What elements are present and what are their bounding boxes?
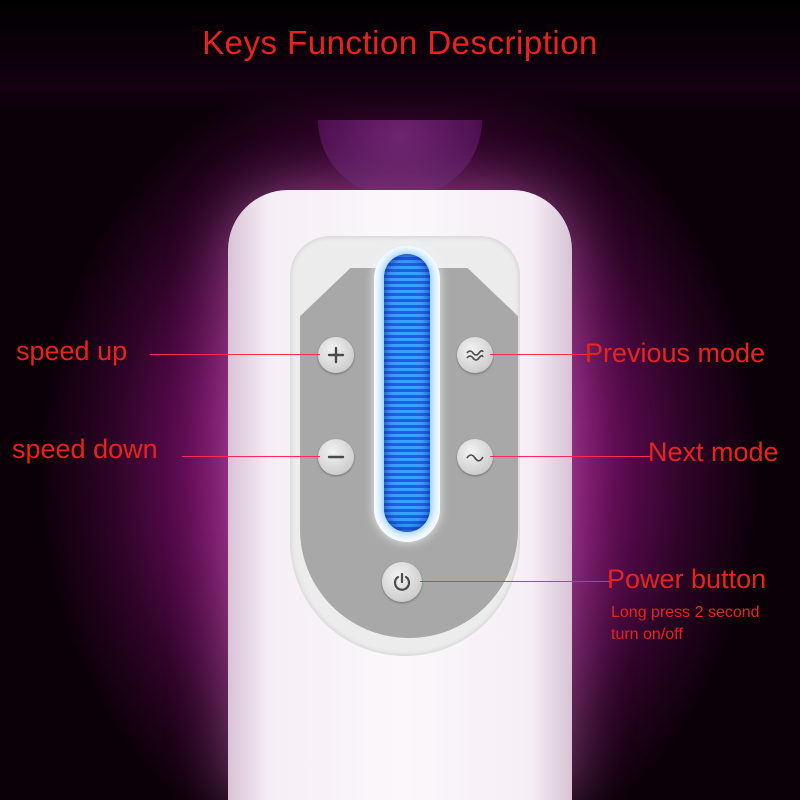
speed-down-label: speed down	[12, 434, 158, 464]
power-key[interactable]	[382, 562, 422, 602]
next-mode-key[interactable]	[457, 439, 493, 475]
speed-down-leader-line	[182, 456, 320, 457]
plus-icon	[327, 346, 345, 364]
power-note-line2: turn on/off	[611, 626, 683, 643]
speed-up-label: speed up	[16, 336, 128, 366]
speed-up-leader-line	[150, 354, 320, 355]
previous-mode-label: Previous mode	[585, 338, 766, 368]
control-panel-right-inlay	[434, 268, 518, 536]
single-wave-icon	[466, 454, 484, 462]
power-note-line1: Long press 2 second	[611, 604, 760, 621]
power-icon	[393, 572, 411, 591]
minus-icon	[327, 455, 345, 459]
next-mode-leader-line	[490, 456, 650, 457]
control-panel-left-inlay	[300, 268, 384, 536]
double-wave-icon	[466, 349, 484, 361]
led-indicator-bar	[384, 254, 430, 532]
speed-down-key[interactable]	[318, 439, 354, 475]
page-title: Keys Function Description	[202, 24, 598, 61]
next-mode-label: Next mode	[648, 437, 779, 467]
title-band	[0, 0, 800, 110]
power-button-label: Power button	[607, 564, 767, 594]
speed-up-key[interactable]	[318, 337, 354, 373]
previous-mode-key[interactable]	[457, 337, 493, 373]
power-leader-line	[420, 581, 610, 582]
previous-mode-leader-line	[490, 354, 590, 355]
